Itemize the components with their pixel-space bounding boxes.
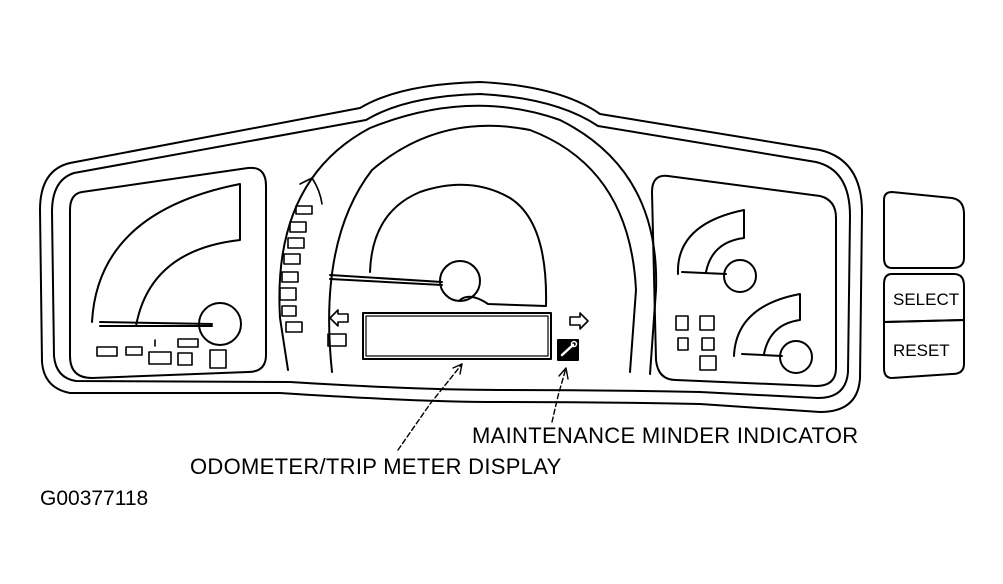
left-gauge-arc [91, 183, 241, 327]
odometer-display-inner [365, 315, 549, 357]
cluster-inner-housing [51, 93, 851, 399]
odometer-leader [397, 363, 463, 451]
arrow-right-icon [569, 312, 589, 330]
left-gauge-hub [198, 302, 242, 346]
speedo-outer-ring [278, 104, 658, 375]
maintenance-minder-label: MAINTENANCE MINDER INDICATOR [472, 423, 859, 448]
right-gauge-lower-arc [733, 293, 801, 357]
left-gauge-panel [69, 166, 267, 379]
select-label: SELECT [893, 290, 959, 309]
right-upper-needle [681, 271, 727, 275]
speedo-needle-shadow [329, 278, 443, 286]
speedo-needle [329, 274, 443, 283]
speedo-hub [439, 260, 481, 302]
right-gauge-panel [651, 174, 837, 387]
right-gauge-upper-arc [676, 209, 745, 275]
left-gauge-needle [99, 321, 213, 325]
odometer-display-label: ODOMETER/TRIP METER DISPLAY [190, 454, 562, 479]
bar-stack [279, 177, 323, 333]
wrench-icon [557, 339, 579, 361]
right-indicator-lamps [675, 315, 717, 371]
odometer-display [362, 312, 552, 360]
left-small-lamp [327, 333, 347, 347]
arrow-left-icon [329, 309, 349, 327]
figure-id-label: G00377118 [40, 487, 149, 510]
right-upper-hub [723, 259, 757, 293]
right-lower-needle [741, 353, 783, 357]
right-lower-hub [779, 340, 813, 374]
left-indicator-lamps [96, 338, 227, 369]
speedo-inner-ring [328, 124, 637, 373]
top-blank-button[interactable] [883, 191, 965, 269]
speedo-dial-arc [369, 183, 548, 307]
cluster-outer-housing [39, 81, 863, 413]
maintenance-leader [551, 367, 569, 423]
reset-button[interactable] [883, 319, 965, 379]
reset-label: RESET [893, 341, 950, 360]
